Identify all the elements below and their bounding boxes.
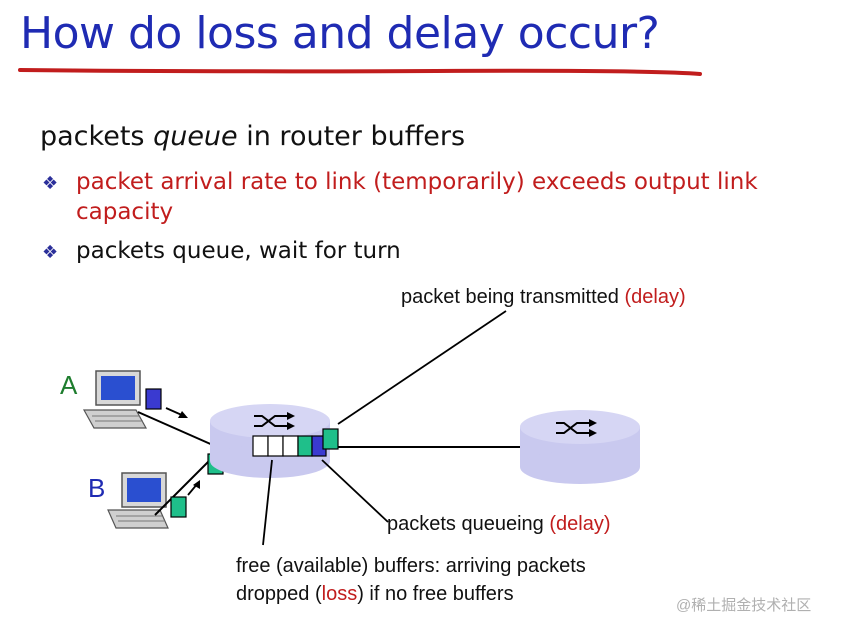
- router-icon: [520, 410, 640, 484]
- host-b-label: B: [88, 473, 106, 503]
- packet-being-transmitted: [322, 428, 339, 450]
- packet-from-a: [145, 388, 162, 410]
- label-text: ) if no free buffers: [357, 583, 514, 605]
- label-packets-queueing: packets queueing (delay): [387, 513, 610, 536]
- slide-heading: packets queue in router buffers: [40, 121, 465, 152]
- label-text: dropped (: [236, 583, 322, 605]
- label-text: packet being transmitted: [401, 286, 625, 308]
- delay-label: (delay): [624, 286, 686, 308]
- arrival-arrow-icon: [165, 407, 188, 418]
- callout-line-transmitted: [337, 310, 507, 425]
- heading-text-end: in router buffers: [237, 121, 466, 152]
- bullet-queue-wait: ❖ packets queue, wait for turn: [42, 236, 742, 266]
- packet-from-b-lower: [170, 496, 187, 518]
- computer-a-icon: [82, 370, 148, 429]
- bullet-text: packets queue, wait for turn: [76, 238, 401, 264]
- label-line: dropped (loss) if no free buffers: [236, 580, 586, 608]
- bullet-arrival-rate: ❖ packet arrival rate to link (temporari…: [42, 167, 832, 227]
- diamond-bullet-icon: ❖: [42, 173, 59, 194]
- heading-text-start: packets: [40, 121, 154, 152]
- queue-buffer: [252, 435, 327, 457]
- label-packet-transmitted: packet being transmitted (delay): [401, 286, 686, 309]
- delay-label: (delay): [549, 513, 611, 535]
- heading-emphasis: queue: [153, 121, 238, 152]
- label-text: packets queueing: [387, 513, 550, 535]
- loss-label: loss: [321, 583, 358, 605]
- callout-line-free-buffers: [262, 459, 273, 546]
- label-line: free (available) buffers: arriving packe…: [236, 555, 586, 577]
- callout-line-queueing: [321, 459, 389, 523]
- link-a-router: [137, 411, 216, 447]
- host-a-label: A: [60, 370, 78, 400]
- slide-title: How do loss and delay occur?: [20, 8, 660, 59]
- bullet-text: packet arrival rate to link (temporarily…: [76, 169, 758, 225]
- label-free-buffers: free (available) buffers: arriving packe…: [236, 552, 586, 608]
- link-b-router: [154, 454, 216, 516]
- title-underline: [18, 68, 702, 76]
- computer-b-icon: [107, 472, 169, 529]
- diamond-bullet-icon: ❖: [42, 242, 59, 263]
- watermark: @稀土掘金技术社区: [676, 597, 812, 614]
- arrival-arrow-icon: [187, 480, 200, 496]
